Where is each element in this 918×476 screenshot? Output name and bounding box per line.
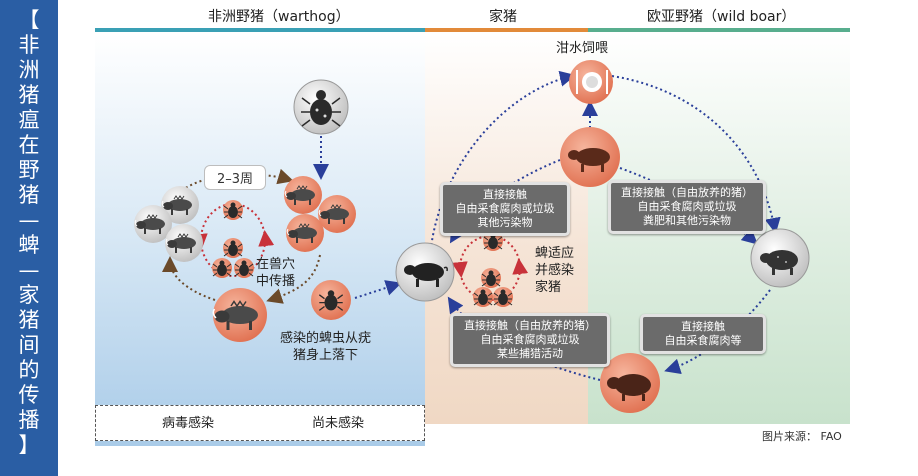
tick-domestic-cycle — [473, 231, 513, 307]
header-warthog: 非洲野猪（warthog） — [208, 9, 350, 25]
sidebar-title-char: 【 — [18, 8, 40, 32]
sidebar-title-char: 蜱 — [18, 233, 40, 257]
sidebar-title-char: — — [18, 208, 40, 232]
arrow-domestic-to-swill — [429, 70, 576, 256]
header-bar-domestic — [425, 28, 588, 32]
image-source: 图片来源： FAO — [762, 430, 842, 443]
box-right-lower: 直接接触自由采食腐肉等 — [640, 314, 766, 354]
arrow-tick-to-domestic — [354, 280, 402, 299]
warthog-infected-cluster — [284, 176, 356, 252]
sidebar-title-char: 非 — [18, 33, 40, 57]
sidebar-title-char: 猪 — [18, 308, 40, 332]
wild-boar-infected — [600, 353, 660, 413]
box-right-upper: 直接接触（自由放养的猪）自由采食腐肉或垃圾粪肥和其他污染物 — [608, 180, 766, 234]
sidebar-title-char: 播 — [18, 408, 40, 432]
label-tick-drop: 感染的蜱虫从疣猪身上落下 — [280, 331, 372, 363]
label-swill: 泔水饲喂 — [556, 41, 609, 56]
arrow-pig-to-boar — [619, 167, 759, 245]
warthog-uninfected-cluster — [134, 186, 203, 262]
brown-cycle-left — [162, 256, 216, 301]
legend-infected-label: 病毒感染 — [162, 416, 215, 431]
beetle-icon — [293, 79, 349, 135]
label-tick-adapt: 蜱适应并感染家猪 — [535, 246, 575, 295]
plate-fork-knife-icon — [569, 60, 613, 104]
sidebar: 【非洲猪瘟在野猪—蜱—家猪间的传播】 — [0, 0, 58, 476]
sidebar-title-char: 猪 — [18, 183, 40, 207]
warthog-infected-large — [212, 288, 267, 342]
sidebar-title-char: 】 — [18, 433, 40, 457]
box-left-upper: 直接接触自由采食腐肉或垃圾其他污染物 — [440, 182, 570, 236]
box-left-lower: 直接接触（自由放养的猪）自由采食腐肉或垃圾某些捕猎活动 — [450, 313, 610, 367]
label-weeks: 2–3周 — [204, 165, 267, 190]
pig-infected — [560, 127, 620, 187]
sidebar-title-char: 洲 — [18, 58, 40, 82]
tick-infected-dropping — [311, 280, 351, 320]
header-bar-warthog — [95, 28, 425, 32]
sidebar-title-char: 家 — [18, 283, 40, 307]
legend — [95, 405, 425, 441]
pig-uninfected — [395, 242, 455, 302]
sidebar-title-char: 在 — [18, 133, 40, 157]
sidebar-title-char: — — [18, 258, 40, 282]
sidebar-title-char: 野 — [18, 158, 40, 182]
wild-boar-uninfected — [750, 228, 810, 288]
header-domestic: 家猪 — [489, 9, 517, 25]
sidebar-title: 【非洲猪瘟在野猪—蜱—家猪间的传播】 — [0, 8, 58, 458]
brown-cycle-right — [266, 254, 321, 304]
sidebar-title-char: 猪 — [18, 83, 40, 107]
sidebar-title-char: 间 — [18, 333, 40, 357]
header-bar-wild-boar — [588, 28, 850, 32]
label-burrow: 在兽穴中传播 — [256, 257, 296, 289]
sidebar-title-char: 的 — [18, 358, 40, 382]
tick-burrow-cycle — [212, 200, 254, 278]
sidebar-title-char: 传 — [18, 383, 40, 407]
header-wild-boar: 欧亚野猪（wild boar） — [647, 9, 796, 25]
sidebar-title-char: 瘟 — [18, 108, 40, 132]
legend-uninfected-label: 尚未感染 — [312, 416, 365, 431]
